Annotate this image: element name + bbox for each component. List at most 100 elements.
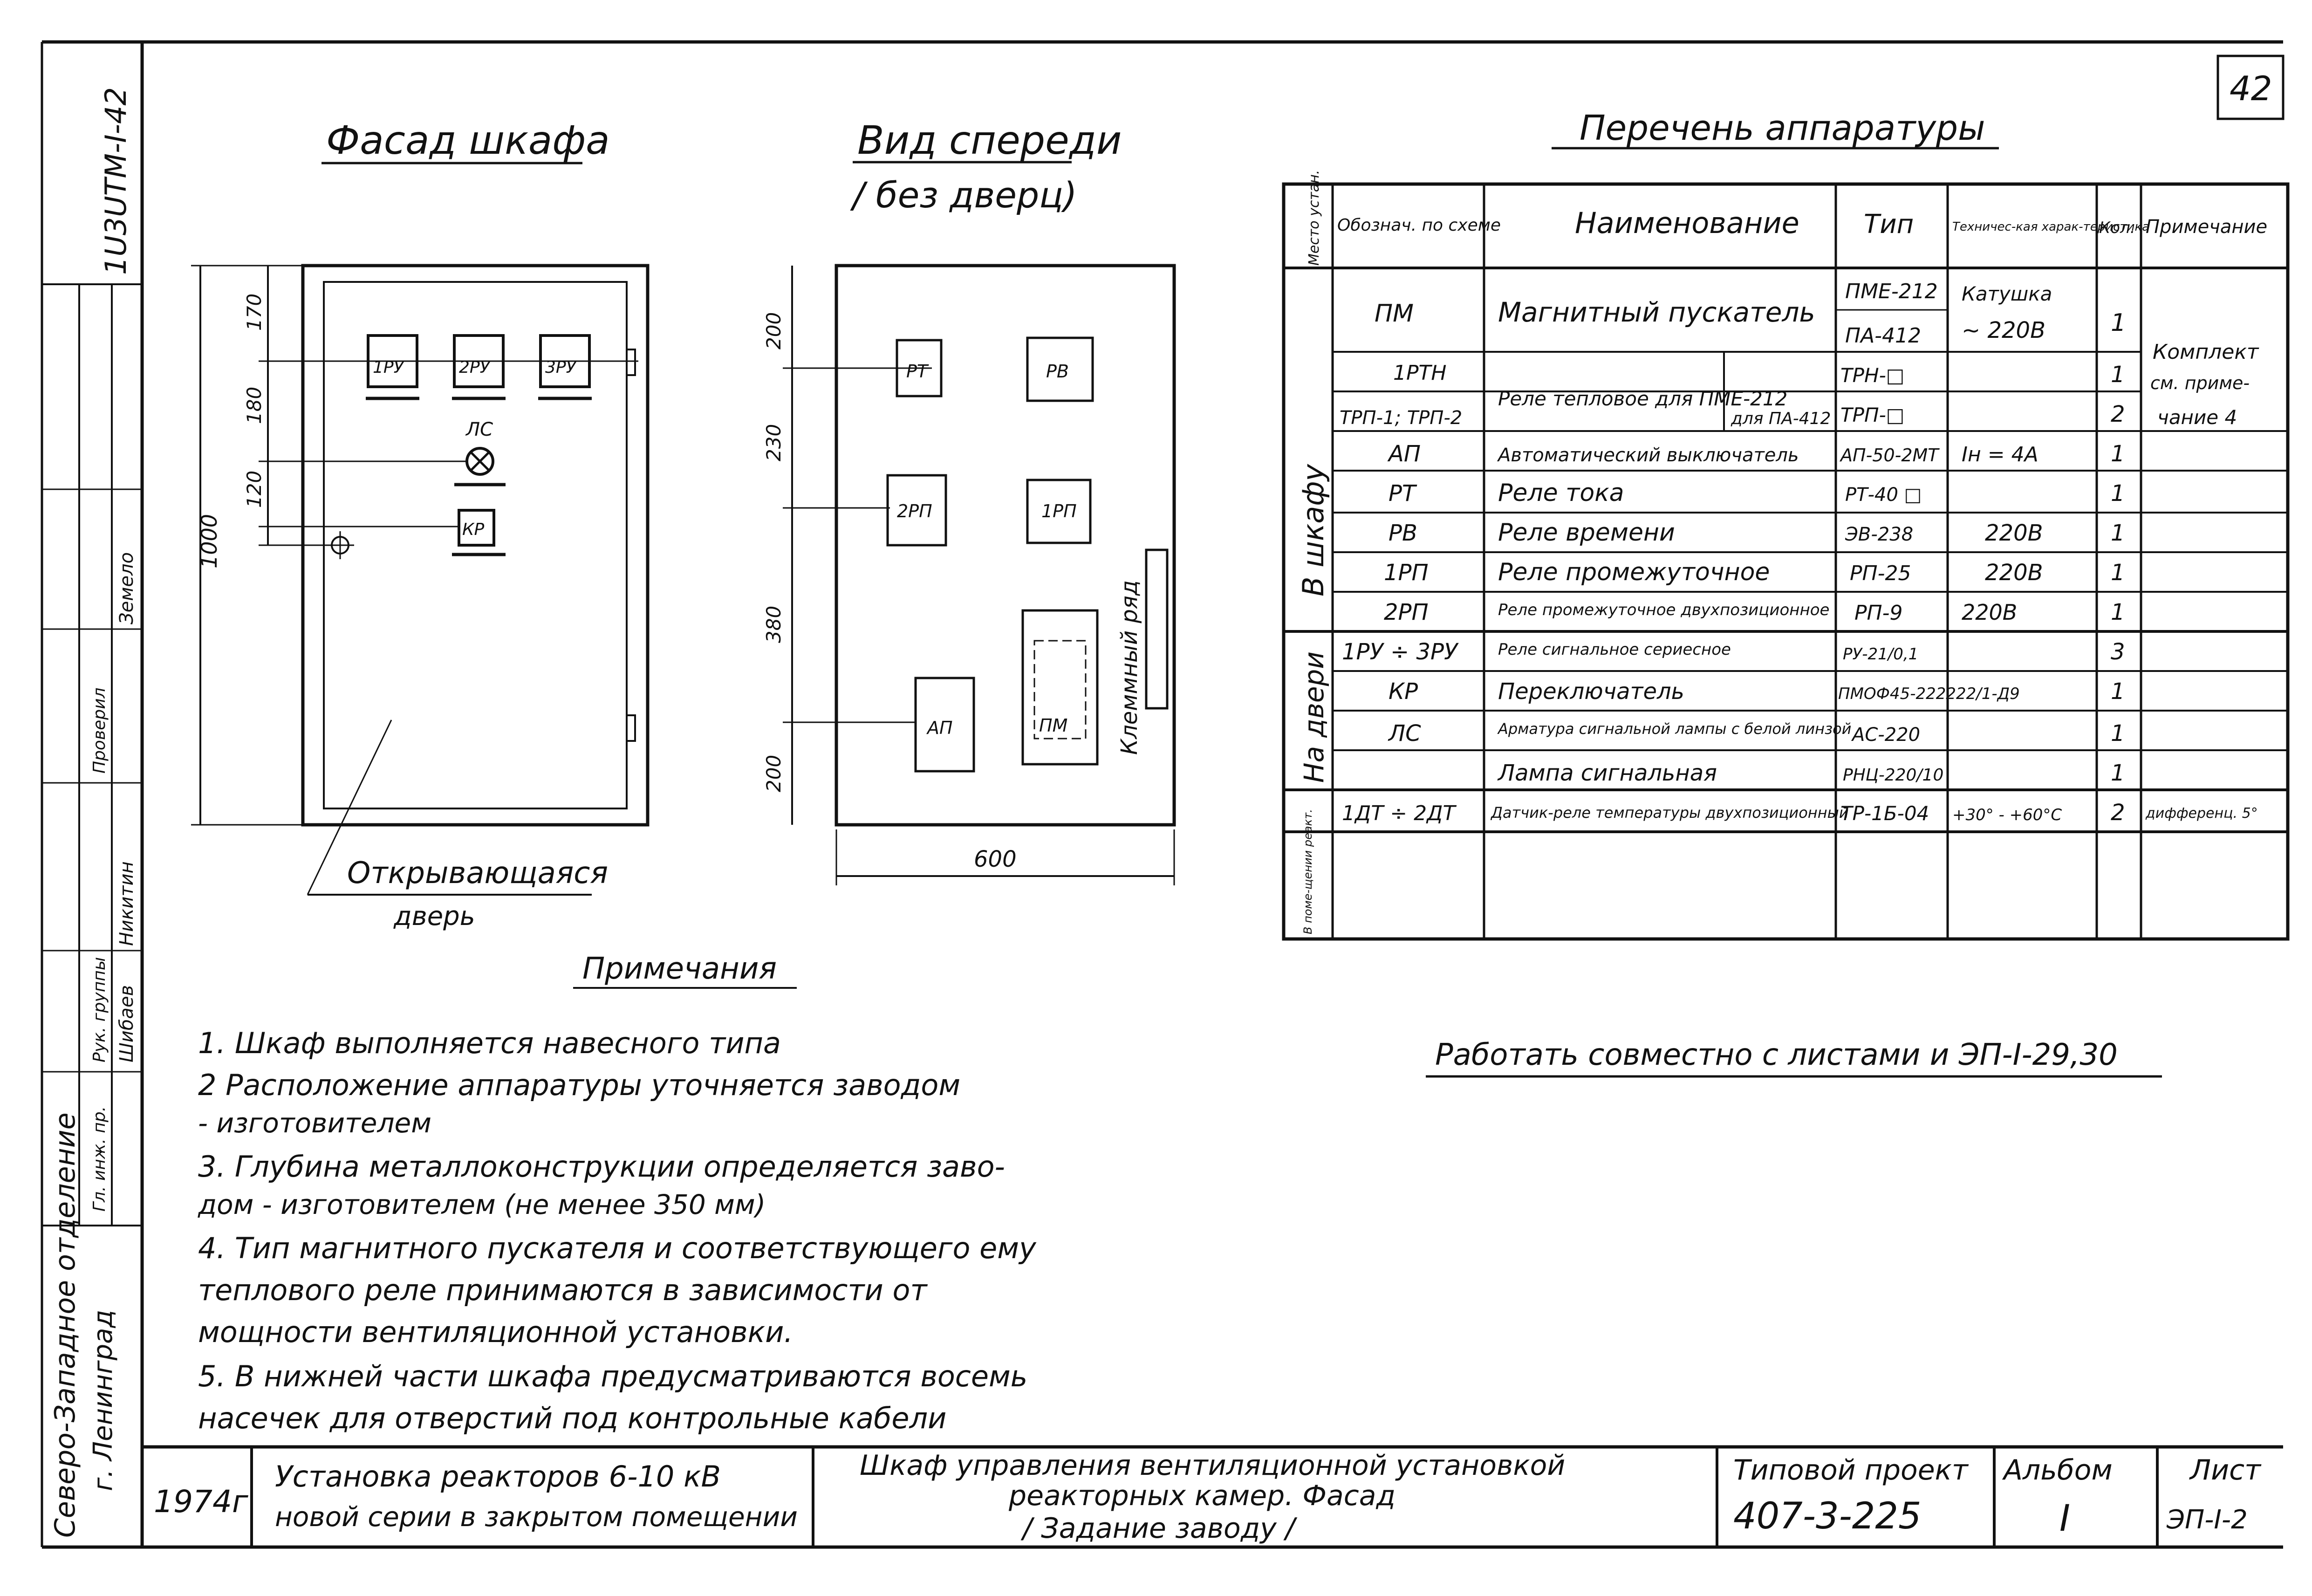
door-label-2: дверь — [393, 901, 475, 932]
facade-drawing: Фасад шкафа 1РУ 2РУ 3РУ ЛС — [191, 117, 650, 932]
cell: 1 — [2111, 480, 2125, 507]
group-room: В поме-щении реакт. — [1301, 809, 1314, 934]
facade-title: Фасад шкафа — [326, 117, 610, 163]
dim-200-bottom: 200 — [762, 755, 785, 792]
cell: Реле тока — [1498, 479, 1624, 507]
cell: 1 — [2111, 362, 2125, 388]
cell: 1 — [2111, 720, 2125, 747]
cell: +30° - +60°С — [1952, 806, 2062, 824]
cell: 1РП — [1384, 560, 1429, 586]
cell: 2РП — [1384, 599, 1429, 625]
cell: 1 — [2111, 520, 2125, 546]
title2-line-2: реакторных камер. Фасад — [1008, 1480, 1395, 1512]
sheet-label: Лист — [2189, 1454, 2262, 1486]
cell: Датчик-реле температуры двухпозиционный — [1490, 804, 1849, 822]
note-line: 2 Расположение аппаратуры уточняется зав… — [198, 1068, 960, 1102]
cell: 220В — [1962, 600, 2017, 625]
cell: КР — [1389, 678, 1418, 705]
front-title: Вид спереди — [857, 117, 1122, 163]
cell: Арматура сигнальной лампы с белой линзой — [1497, 720, 1851, 738]
note-line: мощности вентиляционной установки. — [198, 1315, 793, 1349]
cell: 1РТН — [1393, 361, 1447, 385]
cell: 1 — [2111, 309, 2126, 337]
note-line: 4. Тип магнитного пускателя и соответств… — [198, 1231, 1037, 1265]
group-door: На двери — [1298, 651, 1330, 783]
switch-KR: КР — [452, 509, 506, 556]
cell: ТРП-1; ТРП-2 — [1340, 407, 1462, 429]
project-value: 407-3-225 — [1733, 1495, 1922, 1537]
door-label: Открывающаяся — [347, 856, 608, 890]
dim-170: 170 — [243, 294, 266, 331]
cell: РТ — [1389, 480, 1417, 507]
cell: 1 — [2111, 760, 2125, 786]
cell: ТРП-□ — [1840, 404, 1904, 426]
stamp-org-2: г. Ленинград — [88, 1310, 118, 1491]
cell: 1ДТ ÷ 2ДТ — [1342, 801, 1457, 825]
cell: Реле сигнальное сериесное — [1498, 640, 1731, 659]
device-2RP: 2РП — [886, 474, 947, 547]
cell: дифференц. 5° — [2145, 805, 2258, 822]
doc-code: 1U3UTM-I-42 — [99, 87, 133, 275]
cell: АП-50-2МТ — [1839, 445, 1940, 466]
cell: Реле времени — [1498, 519, 1675, 547]
header-name: Наименование — [1575, 206, 1799, 240]
cell: АС-220 — [1851, 724, 1920, 746]
device-RV: РВ — [1026, 336, 1094, 402]
album-label: Альбом — [2002, 1454, 2113, 1486]
cell: РУ-21/0,1 — [1843, 645, 1918, 664]
signal-lamp-icon: ЛС — [454, 419, 506, 486]
cell: 3 — [2111, 639, 2125, 665]
svg-text:КР: КР — [462, 520, 485, 539]
note-line: теплового реле принимаются в зависимости… — [198, 1273, 928, 1307]
cell: РП-25 — [1850, 562, 1911, 585]
cell: 2 — [2111, 401, 2125, 427]
title2-line-1: Шкаф управления вентиляционной установко… — [860, 1449, 1565, 1482]
cell: Катушка — [1962, 282, 2052, 305]
header-type: Тип — [1864, 209, 1914, 240]
stamp-org-1: Северо-Западное отделение — [49, 1112, 82, 1538]
stamp-name-1: Шибаев — [116, 985, 137, 1062]
cabinet-front-outline — [835, 264, 1176, 827]
front-subtitle: / без дверц) — [850, 174, 1077, 216]
cell: АП — [1387, 441, 1421, 467]
header-designation: Обознач. по схеме — [1337, 216, 1501, 235]
cell: ПА-412 — [1845, 324, 1921, 348]
dim-120: 120 — [243, 471, 266, 508]
header-location: Место устан. — [1306, 170, 1322, 266]
cell: ПМЕ-212 — [1845, 280, 1938, 303]
dim-600: 600 — [974, 846, 1017, 872]
title2-line-3: / Задание заводу / — [1020, 1512, 1298, 1545]
note-line: 3. Глубина металлоконструкции определяет… — [198, 1150, 1005, 1184]
work-note-text: Работать совместно с листами и ЭП-I-29,3… — [1435, 1038, 2118, 1072]
terminal-label: Клеммный ряд — [1116, 580, 1142, 755]
cell: Комплект — [2153, 340, 2259, 364]
cell: ~ 220В — [1962, 317, 2045, 343]
note-line: дом - изготовителем (не менее 350 мм) — [198, 1189, 766, 1220]
cell: для ПА-412 — [1731, 409, 1831, 428]
device-AP: АП — [914, 677, 975, 773]
cell: ПМ — [1375, 300, 1414, 328]
cell: РТ-40 □ — [1845, 484, 1922, 506]
dim-230: 230 — [762, 424, 785, 461]
dim-200-top: 200 — [762, 312, 785, 349]
cell: РНЦ-220/10 — [1843, 766, 1943, 785]
stamp-role-2: Рук. группы — [90, 957, 109, 1062]
svg-text:2РП: 2РП — [897, 501, 932, 521]
svg-text:РТ: РТ — [906, 361, 929, 382]
stamp-year: 1974г — [154, 1484, 248, 1520]
front-view-drawing: Вид спереди / без дверц) РТ РВ 2РП 1РП А… — [762, 117, 1176, 885]
note-line: 1. Шкаф выполняется навесного типа — [198, 1026, 781, 1060]
cell: Iн = 4А — [1962, 443, 2038, 466]
note-line: 5. В нижней части шкафа предусматриваютс… — [198, 1359, 1027, 1393]
stamp-name-2: Никитин — [116, 861, 137, 946]
cell: 220В — [1985, 560, 2043, 586]
cell: ЭВ-238 — [1845, 524, 1913, 545]
relay-3RU: 3РУ — [538, 334, 592, 400]
svg-text:АП: АП — [926, 718, 953, 738]
project-label: Типовой проект — [1733, 1454, 1969, 1486]
work-note: Работать совместно с листами и ЭП-I-29,3… — [1426, 1038, 2162, 1078]
cell: ТР-1Б-04 — [1840, 802, 1929, 825]
cell: РВ — [1389, 520, 1417, 546]
cell: ПМОФ45-222222/1-Д9 — [1838, 685, 2020, 703]
